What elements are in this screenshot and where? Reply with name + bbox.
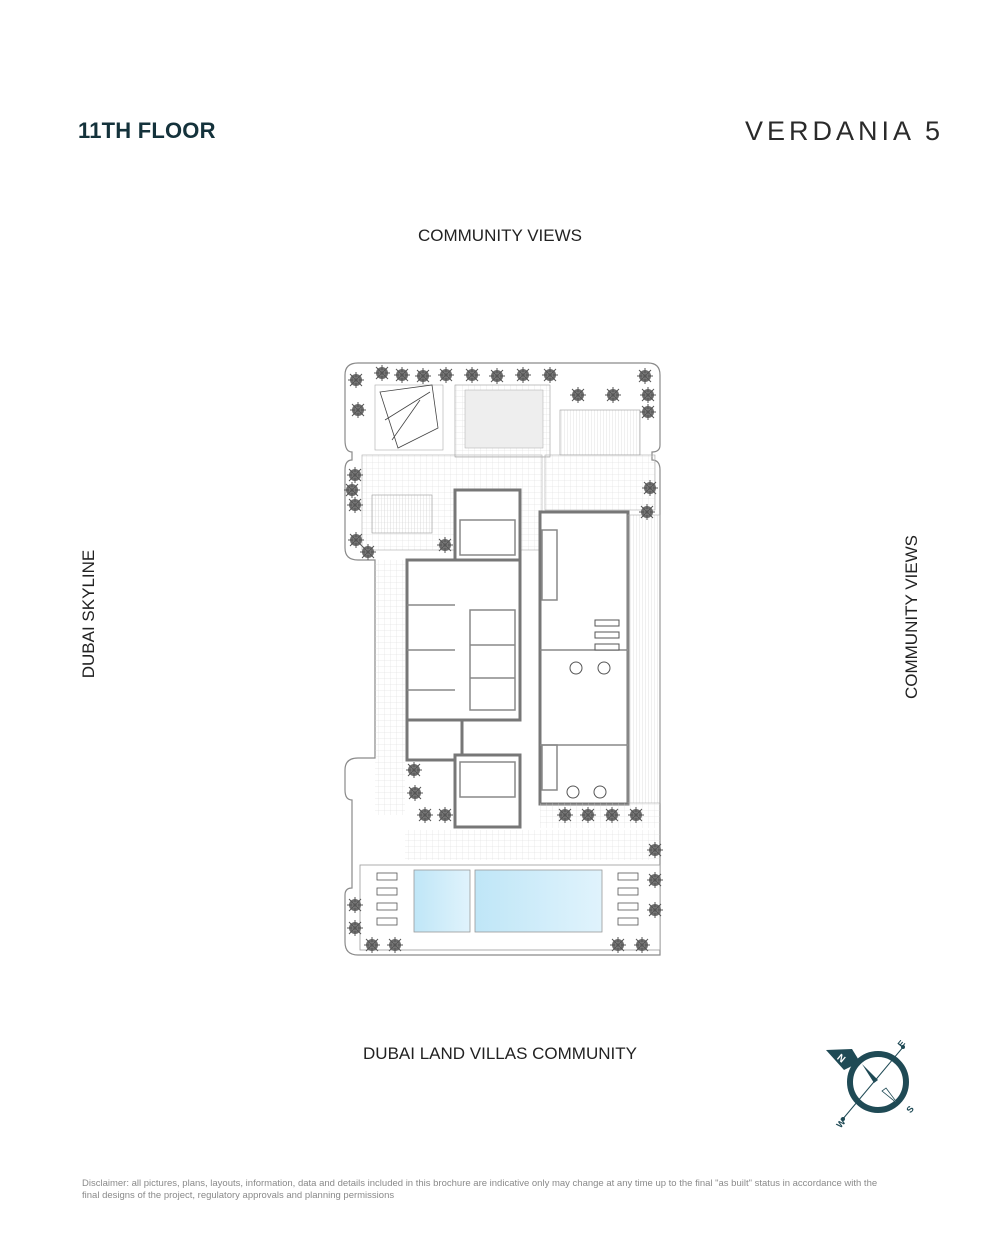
- view-label-top: COMMUNITY VIEWS: [417, 226, 583, 245]
- walkway: [375, 560, 405, 815]
- compass-east-label: E: [896, 1040, 908, 1049]
- building-core: [405, 488, 630, 829]
- play-area: [374, 384, 444, 451]
- compass-icon: N E S W: [826, 1040, 916, 1130]
- compass-south-label: S: [904, 1104, 916, 1115]
- terrace-outline: [344, 362, 661, 956]
- swimming-pool: [474, 869, 603, 933]
- sun-loungers: [376, 872, 639, 926]
- lounge-deck: [371, 494, 433, 534]
- brand-logo: VERDANIA 5: [744, 116, 944, 146]
- view-label-bottom: DUBAI LAND VILLAS COMMUNITY: [363, 1044, 637, 1063]
- compass-west-label: W: [834, 1117, 847, 1130]
- palm-deck: [559, 409, 641, 456]
- kids-pool: [413, 869, 471, 933]
- side-deck: [627, 514, 661, 804]
- disclaimer: Disclaimer: all pictures, plans, layouts…: [82, 1178, 878, 1201]
- dining-tables: [566, 619, 620, 799]
- floor-title: 11TH FLOOR: [78, 118, 216, 143]
